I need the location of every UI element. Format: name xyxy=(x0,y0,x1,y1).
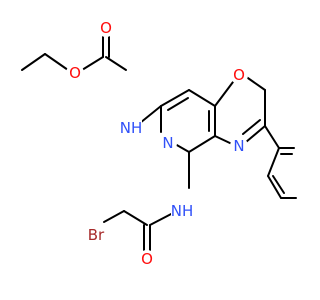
atom-label-o-carbonyl: O xyxy=(100,19,112,37)
atom-o-ring: O xyxy=(230,66,248,84)
bond-c3-phenyl xyxy=(264,125,280,149)
bond-ethyl-ch3-ch2 xyxy=(21,53,46,71)
structure-diagram: O O NH O N N NH O xyxy=(21,19,297,268)
atom-label-o-ring: O xyxy=(233,66,245,84)
bond-ph-inner-1 xyxy=(272,175,285,194)
bond-c3-n4-double xyxy=(242,119,261,135)
atom-n-amide: NH xyxy=(171,202,195,220)
bond-o-ch2 xyxy=(244,75,266,91)
atom-o-carbonyl-carbamate: O xyxy=(97,19,115,37)
bond-ph-1 xyxy=(267,147,280,177)
bond-n4-c4a xyxy=(214,135,233,145)
bond-c3-n4 xyxy=(245,125,266,143)
atom-label-br: Br xyxy=(88,226,105,244)
atom-label-nh-carbamate: NH xyxy=(120,119,143,137)
bond-nh-carbonyl-c xyxy=(149,211,176,226)
atom-label-o-amide: O xyxy=(141,250,153,268)
bond-aromatic-inner-1 xyxy=(167,97,189,111)
bond-c8a-o xyxy=(214,81,234,107)
bond-o-carbonyl-carbon xyxy=(81,56,104,71)
bond-c4a-c5 xyxy=(188,135,216,153)
atom-n-imine: N xyxy=(230,137,248,155)
bond-c7-c8 xyxy=(160,89,190,107)
atom-n-carbamate: NH xyxy=(120,119,143,137)
atom-o-ester: O xyxy=(66,64,84,82)
bond-carbonyl-nh xyxy=(105,56,127,71)
bond-ch2-br xyxy=(103,210,125,223)
atom-o-amide: O xyxy=(138,250,156,268)
bond-c5-n6 xyxy=(174,143,190,153)
atom-label-n-imine: N xyxy=(233,137,244,155)
atom-label-n-pyridine: N xyxy=(162,134,173,152)
atom-label-nh-amide: NH xyxy=(171,202,194,220)
atom-label-o-ester: O xyxy=(69,64,81,82)
bond-c8-c8a xyxy=(188,89,216,107)
bond-nh-ring-c7 xyxy=(139,105,162,124)
bond-carbonyl-ch2 xyxy=(123,210,148,226)
bond-ph-2 xyxy=(267,175,282,199)
bond-ethyl-ch2-o xyxy=(44,53,69,71)
molecule-canvas: O O NH O N N NH O xyxy=(21,19,297,268)
atom-br: Br xyxy=(84,226,108,244)
atom-n-pyridine: N xyxy=(159,134,177,152)
